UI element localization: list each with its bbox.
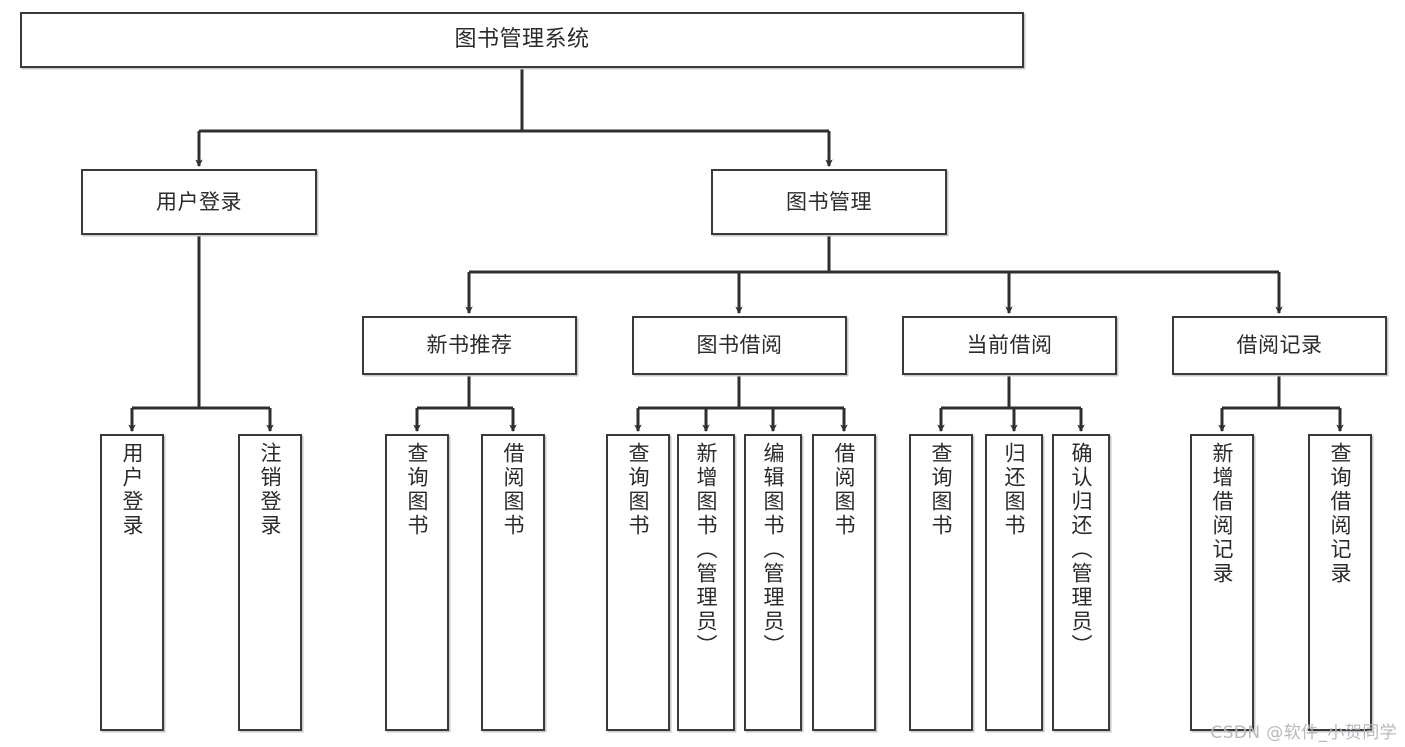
node-user-login[interactable]: 用户登录 [81,169,317,235]
node-new-book-recommend-label: 新书推荐 [426,333,513,358]
node-book-borrow[interactable]: 图书借阅 [632,316,847,375]
node-current-borrow[interactable]: 当前借阅 [902,316,1117,375]
node-leaf-recommend-query[interactable]: 查询图书 [385,434,449,731]
node-leaf-recommend-query-label: 查询图书 [405,442,430,538]
node-book-manage[interactable]: 图书管理 [711,169,947,235]
node-leaf-recommend-borrow-label: 借阅图书 [501,442,526,538]
node-leaf-record-add[interactable]: 新增借阅记录 [1190,434,1254,731]
node-user-login-label: 用户登录 [156,189,242,214]
node-current-borrow-label: 当前借阅 [966,333,1053,358]
node-leaf-current-query-label: 查询图书 [929,442,954,538]
node-leaf-user-login[interactable]: 用户登录 [100,434,164,731]
node-leaf-borrow-query-label: 查询图书 [626,442,651,538]
node-leaf-current-return[interactable]: 归还图书 [985,434,1043,731]
node-leaf-borrow-do-label: 借阅图书 [832,442,857,538]
node-book-manage-label: 图书管理 [786,189,872,214]
node-leaf-current-return-label: 归还图书 [1002,442,1027,538]
node-leaf-record-query-label: 查询借阅记录 [1328,442,1353,586]
node-leaf-record-add-label: 新增借阅记录 [1210,442,1235,586]
node-leaf-user-login-label: 用户登录 [120,442,145,538]
node-leaf-borrow-edit[interactable]: 编辑图书（管理员） [744,434,802,731]
node-leaf-user-logout-label: 注销登录 [258,442,283,538]
node-leaf-borrow-add[interactable]: 新增图书（管理员） [677,434,735,731]
node-book-borrow-label: 图书借阅 [696,333,783,358]
node-leaf-borrow-edit-label: 编辑图书（管理员） [761,442,786,658]
node-leaf-user-logout[interactable]: 注销登录 [238,434,302,731]
node-leaf-borrow-add-label: 新增图书（管理员） [694,442,719,658]
node-leaf-borrow-do[interactable]: 借阅图书 [812,434,876,731]
node-root[interactable]: 图书管理系统 [20,12,1024,68]
node-leaf-borrow-query[interactable]: 查询图书 [606,434,670,731]
node-borrow-record-label: 借阅记录 [1236,333,1323,358]
node-leaf-current-confirm[interactable]: 确认归还（管理员） [1052,434,1110,731]
node-new-book-recommend[interactable]: 新书推荐 [362,316,577,375]
csdn-watermark: CSDN @软件_小贺同学 [1210,723,1397,743]
node-leaf-recommend-borrow[interactable]: 借阅图书 [481,434,545,731]
node-root-label: 图书管理系统 [454,27,590,53]
node-leaf-current-query[interactable]: 查询图书 [909,434,973,731]
node-leaf-record-query[interactable]: 查询借阅记录 [1308,434,1372,731]
node-borrow-record[interactable]: 借阅记录 [1172,316,1387,375]
node-leaf-current-confirm-label: 确认归还（管理员） [1069,442,1094,658]
